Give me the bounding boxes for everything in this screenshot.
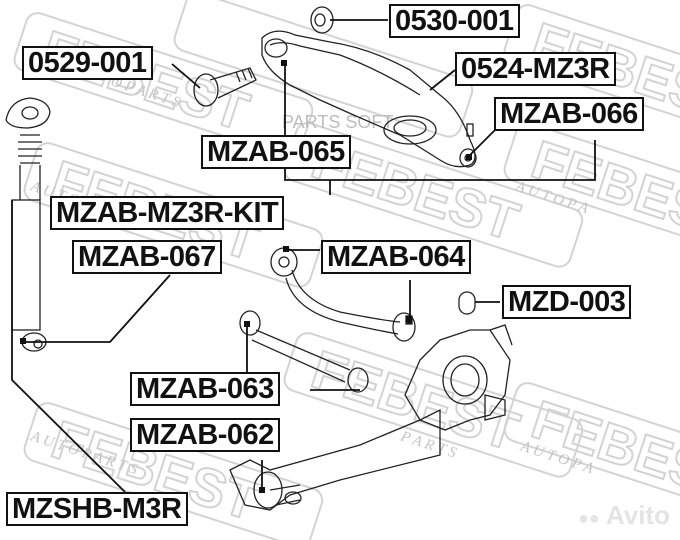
callout-mzshb-m3r[interactable]: MZSHB-M3R bbox=[6, 492, 188, 526]
leader-markers bbox=[20, 60, 472, 493]
callout-0530-001[interactable]: 0530-001 bbox=[389, 4, 520, 38]
callout-mzd-003[interactable]: MZD-003 bbox=[502, 285, 632, 319]
callout-mzab-mz3r-kit[interactable]: MZAB-MZ3R-KIT bbox=[50, 196, 285, 230]
lower-control-arm-part bbox=[261, 30, 477, 168]
parts-soft-watermark: PARTS SOFT bbox=[282, 112, 394, 132]
callout-mzab-063[interactable]: MZAB-063 bbox=[130, 372, 280, 406]
knuckle-part bbox=[404, 324, 513, 431]
lateral-link-part bbox=[239, 310, 369, 393]
washer-part bbox=[310, 6, 334, 34]
callout-mzab-067[interactable]: MZAB-067 bbox=[72, 240, 222, 274]
callout-mzab-065[interactable]: MZAB-065 bbox=[201, 135, 351, 169]
callout-mzab-062[interactable]: MZAB-062 bbox=[130, 418, 280, 452]
dust-cap-part bbox=[458, 291, 476, 315]
avito-watermark: ●● Avito bbox=[578, 500, 671, 530]
callout-mzab-064[interactable]: MZAB-064 bbox=[321, 240, 471, 274]
callout-mzab-066[interactable]: MZAB-066 bbox=[494, 97, 644, 131]
cam-bolt-part bbox=[193, 67, 257, 107]
avito-logo-icon: ●● bbox=[578, 508, 600, 528]
callout-0524-mz3r[interactable]: 0524-MZ3R bbox=[455, 52, 616, 86]
callout-0529-001[interactable]: 0529-001 bbox=[22, 46, 153, 80]
trailing-arm-part bbox=[229, 408, 441, 511]
leader-lines bbox=[11, 19, 596, 493]
